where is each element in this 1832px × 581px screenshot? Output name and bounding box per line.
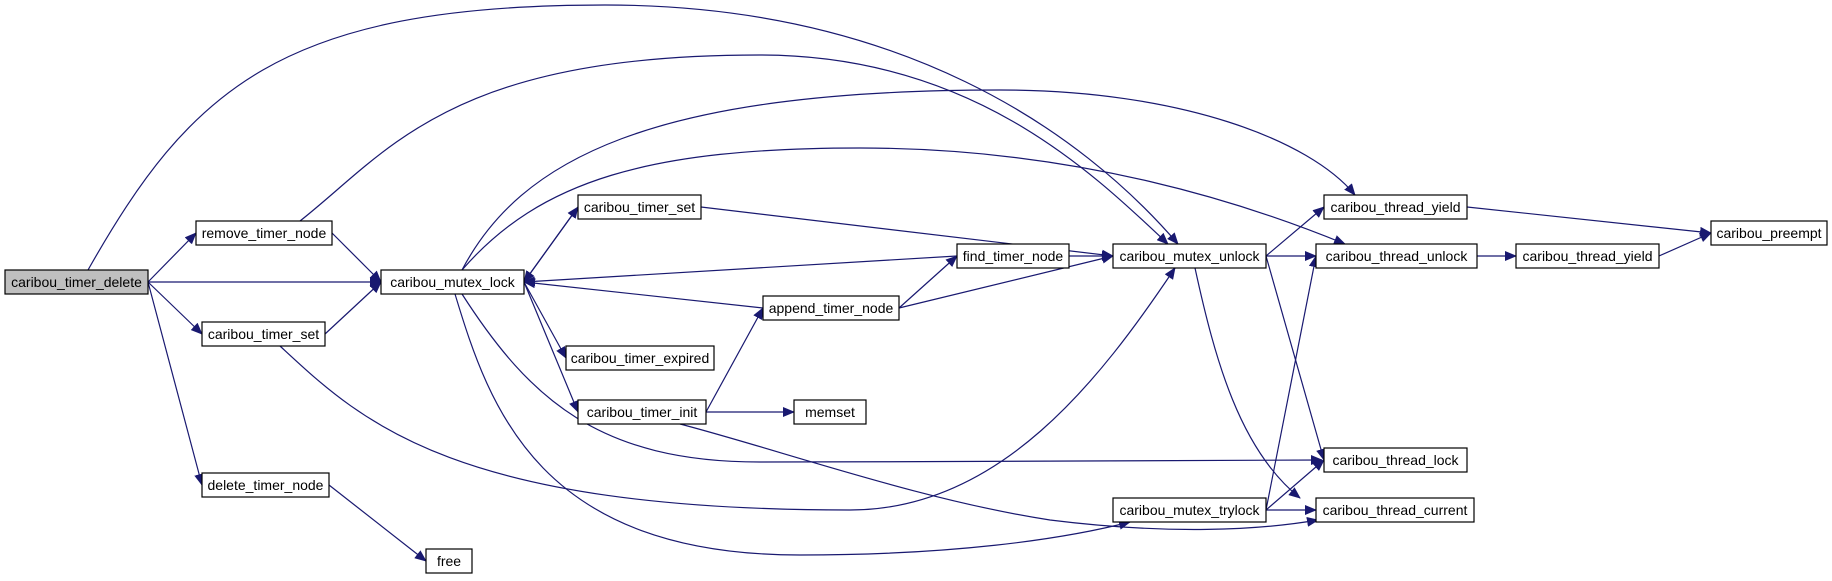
node-delete-timer-node[interactable]: delete_timer_node xyxy=(201,472,330,498)
node-box xyxy=(4,269,149,295)
node-label: caribou_mutex_unlock xyxy=(1119,248,1260,264)
edge-mutex-lock-to-thread-lock xyxy=(461,293,1323,466)
node-box xyxy=(956,243,1070,269)
edge-find-timer-node-to-mutex-lock xyxy=(523,255,958,287)
node-box xyxy=(762,295,900,321)
edge-append-timer-node-to-mutex-lock xyxy=(523,278,764,309)
node-timer-expired[interactable]: caribou_timer_expired xyxy=(565,345,715,371)
edge-mutex-trylock-to-thread-lock xyxy=(1265,459,1325,511)
edge-mutex-unlock-to-thread-yield-top xyxy=(1265,206,1325,257)
node-memset[interactable]: memset xyxy=(793,399,867,425)
edge-mutex-lock-to-timer-init xyxy=(523,281,579,413)
node-thread-lock[interactable]: caribou_thread_lock xyxy=(1323,447,1468,473)
node-label: memset xyxy=(805,404,855,420)
node-thread-yield-top[interactable]: caribou_thread_yield xyxy=(1323,194,1468,220)
edge-timer-delete-to-timer-set-left xyxy=(147,281,203,335)
node-label: caribou_timer_set xyxy=(584,199,695,215)
edge-delete-timer-node-to-free xyxy=(328,484,427,562)
edge-timer-set-left-to-mutex-lock xyxy=(324,281,382,335)
node-label: caribou_timer_set xyxy=(208,326,319,342)
nodes: caribou_timer_deleteremove_timer_nodecar… xyxy=(4,194,1828,574)
node-label: caribou_timer_init xyxy=(587,404,698,420)
node-box xyxy=(1112,243,1267,269)
edge-timer-init-to-append-timer-node xyxy=(705,307,764,413)
edge-timer-set-mid-to-mutex-lock xyxy=(523,206,579,283)
edge-mutex-lock-to-thread-yield-top xyxy=(461,89,1356,271)
node-box xyxy=(1112,497,1267,523)
node-free[interactable]: free xyxy=(425,548,473,574)
node-thread-yield-right[interactable]: caribou_thread_yield xyxy=(1515,243,1660,269)
node-label: caribou_thread_yield xyxy=(1331,199,1461,215)
node-find-timer-node[interactable]: find_timer_node xyxy=(956,243,1070,269)
node-label: find_timer_node xyxy=(963,248,1064,264)
node-label: caribou_timer_expired xyxy=(571,350,710,366)
node-box xyxy=(1315,243,1478,269)
node-label: remove_timer_node xyxy=(202,225,327,241)
node-timer-set-left[interactable]: caribou_timer_set xyxy=(201,321,326,347)
edge-append-timer-node-to-mutex-unlock xyxy=(898,253,1114,309)
node-box xyxy=(1323,447,1468,473)
node-label: caribou_thread_yield xyxy=(1523,248,1653,264)
edge-remove-timer-node-to-mutex-unlock xyxy=(299,54,1169,245)
edge-mutex-lock-to-thread-unlock xyxy=(461,147,1346,271)
node-box xyxy=(565,345,715,371)
edge-thread-yield-top-to-preempt xyxy=(1466,206,1712,237)
node-preempt[interactable]: caribou_preempt xyxy=(1710,220,1828,246)
node-mutex-unlock[interactable]: caribou_mutex_unlock xyxy=(1112,243,1267,269)
edge-mutex-lock-to-mutex-trylock xyxy=(454,293,1131,556)
node-label: caribou_preempt xyxy=(1716,225,1821,241)
edges xyxy=(87,4,1712,562)
node-thread-unlock[interactable]: caribou_thread_unlock xyxy=(1315,243,1478,269)
edge-thread-yield-right-to-preempt xyxy=(1658,232,1712,257)
node-label: append_timer_node xyxy=(769,300,894,316)
edge-timer-delete-to-delete-timer-node xyxy=(147,281,205,486)
edge-mutex-unlock-to-thread-lock xyxy=(1265,255,1326,461)
node-box xyxy=(380,269,525,295)
node-box xyxy=(577,194,702,220)
node-remove-timer-node[interactable]: remove_timer_node xyxy=(195,220,333,246)
node-box xyxy=(201,321,326,347)
node-box xyxy=(1515,243,1660,269)
node-box xyxy=(577,399,707,425)
node-label: free xyxy=(437,553,461,569)
node-timer-delete[interactable]: caribou_timer_delete xyxy=(4,269,149,295)
edge-append-timer-node-to-find-timer-node xyxy=(898,255,958,309)
node-label: caribou_timer_delete xyxy=(11,274,142,290)
node-label: caribou_mutex_lock xyxy=(390,274,516,290)
node-box xyxy=(793,399,867,425)
node-append-timer-node[interactable]: append_timer_node xyxy=(762,295,900,321)
edge-mutex-trylock-to-thread-unlock xyxy=(1265,255,1319,511)
node-box xyxy=(1710,220,1828,246)
node-label: delete_timer_node xyxy=(208,477,324,493)
node-label: caribou_thread_lock xyxy=(1332,452,1459,468)
edge-timer-init-to-thread-current xyxy=(679,423,1319,531)
edge-timer-set-left-to-mutex-unlock xyxy=(279,267,1176,511)
node-timer-set-mid[interactable]: caribou_timer_set xyxy=(577,194,702,220)
node-thread-current[interactable]: caribou_thread_current xyxy=(1315,497,1475,523)
node-timer-init[interactable]: caribou_timer_init xyxy=(577,399,707,425)
node-box xyxy=(195,220,333,246)
node-box xyxy=(1315,497,1475,523)
node-label: caribou_mutex_trylock xyxy=(1119,502,1260,518)
edge-timer-delete-to-mutex-unlock xyxy=(87,4,1179,271)
edge-timer-delete-to-remove-timer-node xyxy=(147,232,197,283)
node-box xyxy=(1323,194,1468,220)
edge-remove-timer-node-to-mutex-lock xyxy=(331,232,382,283)
node-mutex-lock[interactable]: caribou_mutex_lock xyxy=(380,269,525,295)
edge-mutex-unlock-to-thread-current xyxy=(1194,267,1301,499)
edge-mutex-lock-to-timer-expired xyxy=(523,281,567,359)
node-mutex-trylock[interactable]: caribou_mutex_trylock xyxy=(1112,497,1267,523)
node-box xyxy=(425,548,473,574)
node-label: caribou_thread_unlock xyxy=(1326,248,1469,264)
node-box xyxy=(201,472,330,498)
node-label: caribou_thread_current xyxy=(1323,502,1468,518)
